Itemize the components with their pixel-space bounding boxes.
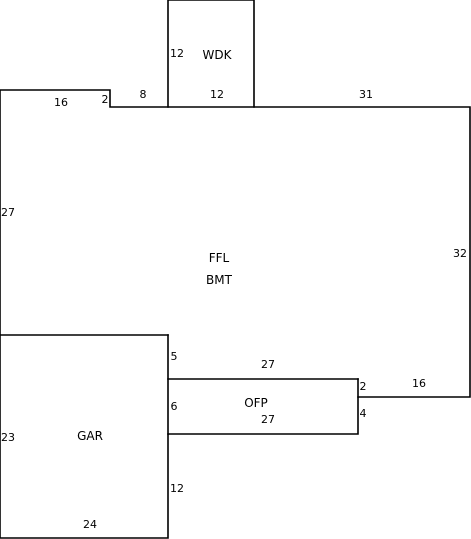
dimension-label: 6 [171, 400, 178, 413]
dimension-label: 16 [54, 96, 68, 109]
dimension-label: 2 [360, 380, 367, 393]
dimension-label: 12 [170, 47, 184, 60]
area-label-bmt: BMT [206, 273, 233, 287]
dimension-label: 12 [210, 88, 224, 101]
building-outline [0, 89, 471, 539]
dimension-label: 24 [83, 518, 97, 531]
dimension-label: 31 [359, 88, 373, 101]
dimension-label: 27 [261, 358, 275, 371]
area-label-wdk: WDK [203, 48, 233, 62]
area-label-ffl: FFL [209, 251, 230, 265]
dimension-label: 27 [1, 206, 15, 219]
dimension-label: 5 [171, 350, 178, 363]
dimension-label: 2 [102, 93, 109, 106]
dimension-label: 23 [1, 431, 15, 444]
dimension-label: 16 [412, 377, 426, 390]
dimension-label: 4 [360, 407, 367, 420]
dimension-label: 12 [170, 482, 184, 495]
area-label-gar: GAR [77, 429, 103, 443]
dimension-label: 8 [140, 88, 147, 101]
dimension-label: 27 [261, 413, 275, 426]
wdk-outline [167, 0, 255, 108]
area-label-ofp: OFP [244, 396, 268, 410]
dimension-label: 32 [453, 247, 467, 260]
